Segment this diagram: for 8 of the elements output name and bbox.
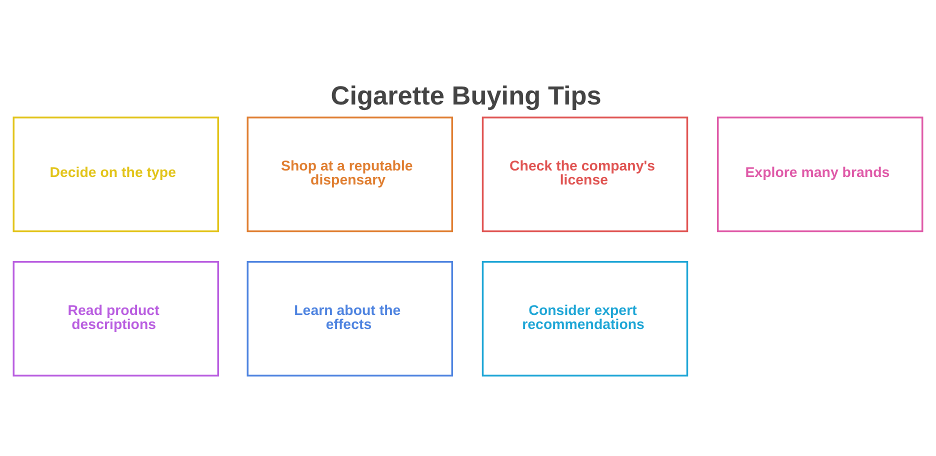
node-box: Consider expert recommendations xyxy=(482,261,688,376)
node-box: Read product descriptions xyxy=(12,261,219,376)
node-box: Decide on the type xyxy=(12,116,219,232)
diagram-title: Cigarette Buying Tips xyxy=(330,80,602,111)
node-box: Shop at a reputable dispensary xyxy=(246,116,454,232)
node-box: Explore many brands xyxy=(717,116,924,232)
node-box: Check the company's license xyxy=(482,116,688,232)
node-box: Learn about the effects xyxy=(246,261,454,376)
